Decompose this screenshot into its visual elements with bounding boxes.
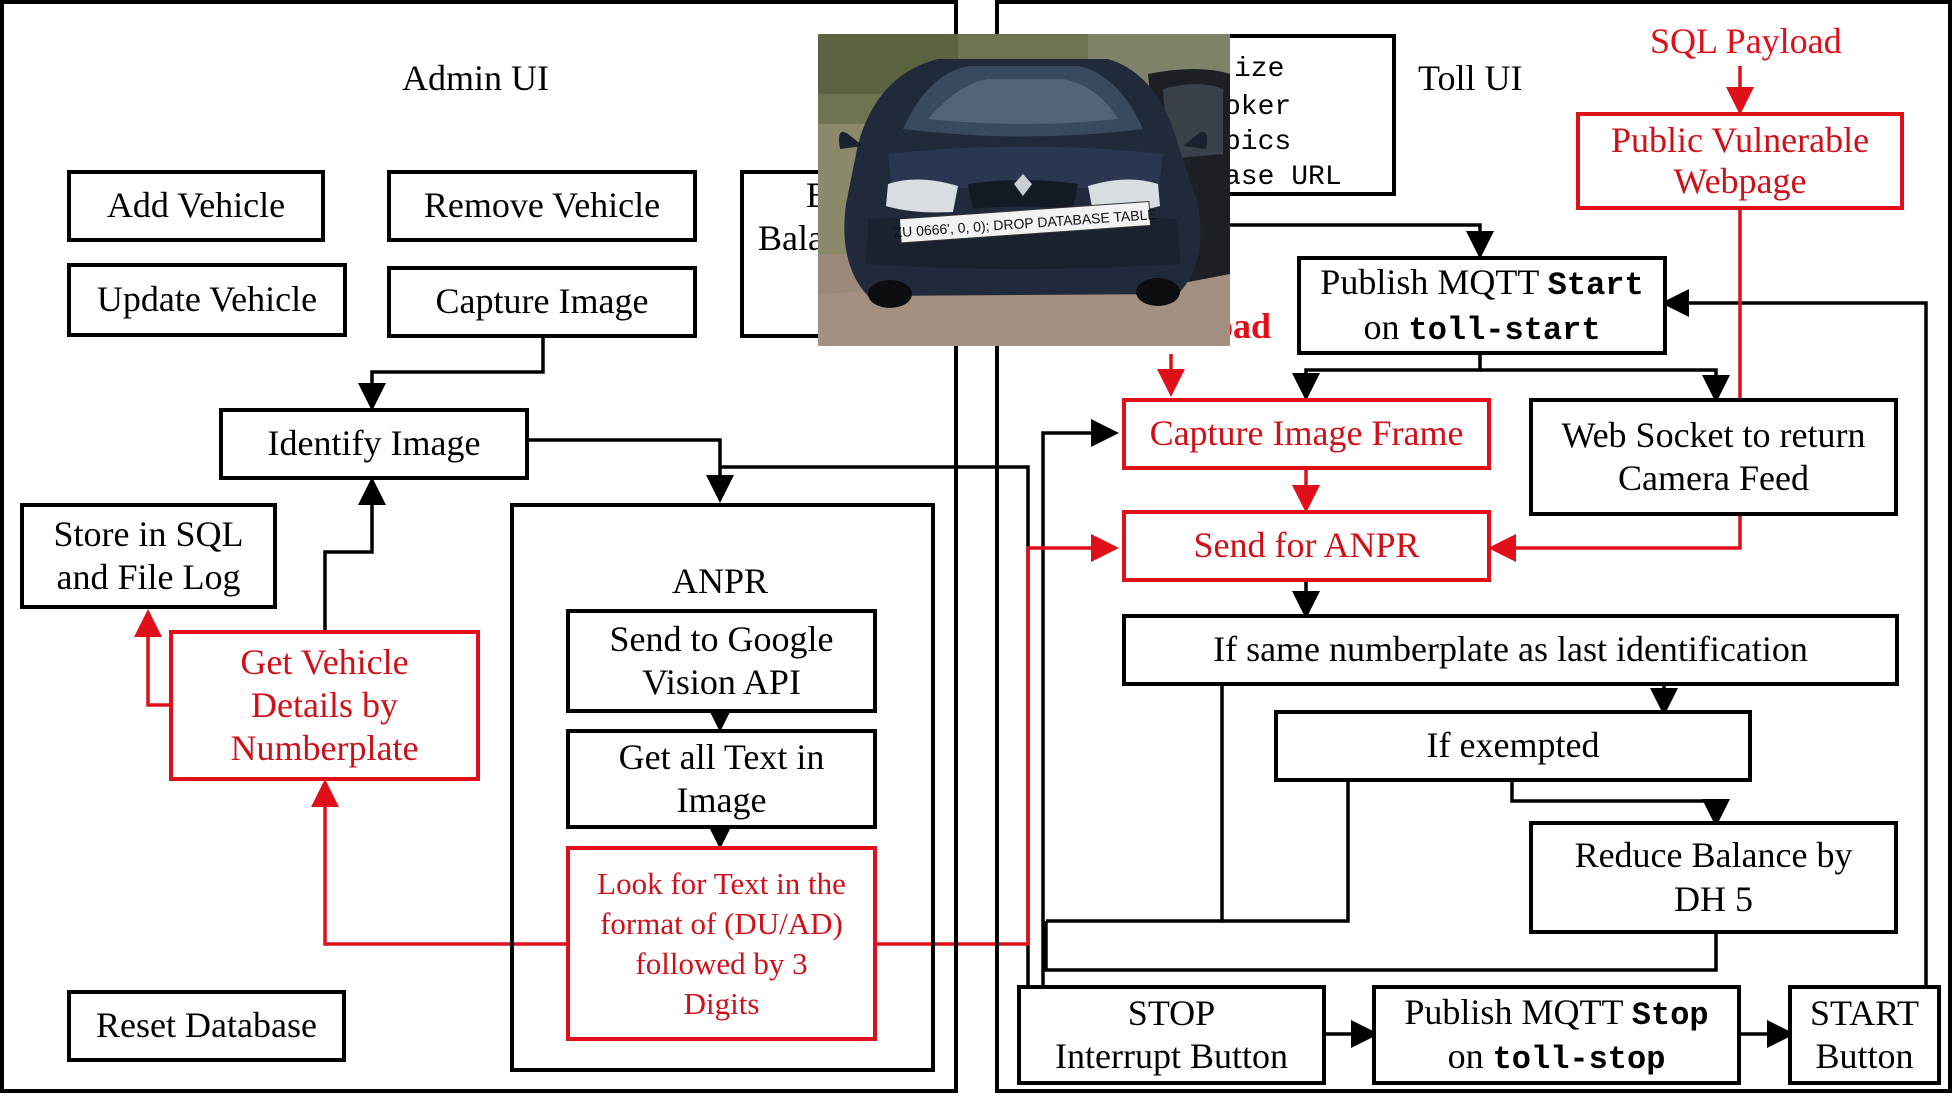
- store-sql-log-box: Store in SQL and File Log: [20, 503, 277, 609]
- send-for-anpr-label: Send for ANPR: [1193, 525, 1420, 566]
- get-vehicle-line3: Numberplate: [230, 728, 419, 769]
- arrow-webpage-to-sendanpr: [1488, 205, 1742, 562]
- if-same-plate-box: If same numberplate as last identificati…: [1122, 614, 1899, 686]
- config-line3: pics: [1224, 127, 1292, 158]
- reduce-line1: Reduce Balance by: [1574, 835, 1853, 876]
- arrow-capture-to-identify: [358, 337, 545, 411]
- websocket-line1: Web Socket to return: [1561, 414, 1866, 455]
- arrow-exempted-to-reduce: [1510, 782, 1730, 827]
- get-vehicle-line1: Get Vehicle: [240, 641, 409, 682]
- identify-image-label: Identify Image: [267, 423, 481, 464]
- car-photo: ZU 0666', 0, 0); DROP DATABASE TABLE: [818, 34, 1230, 346]
- toll-panel: [995, 0, 1952, 1093]
- sql-payload-top: SQL Payload: [1650, 21, 1842, 61]
- look-for-text-box: Look for Text in the format of (DU/AD) f…: [566, 846, 877, 1041]
- google-vision-box: Send to Google Vision API: [566, 609, 877, 713]
- admin-ui-title: Admin UI: [402, 58, 549, 98]
- look-line4: Digits: [683, 985, 760, 1021]
- look-line3: followed by 3: [635, 945, 808, 981]
- config-line2: oker: [1224, 92, 1292, 123]
- start-button[interactable]: START Button: [1788, 985, 1941, 1085]
- text-line2: Image: [676, 780, 767, 820]
- public-webpage-box: Public Vulnerable Webpage: [1576, 112, 1904, 210]
- stop-line1: STOP: [1127, 992, 1216, 1033]
- add-vehicle-label: Add Vehicle: [106, 185, 286, 226]
- arrow-publish-to-websocket: [1480, 368, 1730, 403]
- websocket-box: Web Socket to return Camera Feed: [1529, 398, 1898, 516]
- publish-stop-topic: toll-stop: [1492, 1041, 1666, 1078]
- if-exempted-box: If exempted: [1274, 710, 1752, 782]
- capture-frame-box: Capture Image Frame: [1122, 398, 1491, 470]
- admin-panel: [0, 0, 958, 1093]
- reduce-line2: DH 5: [1674, 878, 1753, 919]
- publish-start-topic: toll-start: [1408, 311, 1601, 349]
- line-exempted-loop: [1222, 777, 1350, 923]
- publish-stop-code: Stop: [1631, 996, 1709, 1034]
- get-vehicle-details-box: Get Vehicle Details by Numberplate: [169, 630, 480, 781]
- if-same-plate-label: If same numberplate as last identificati…: [1213, 629, 1808, 670]
- arrow-getvehicle-to-store: [134, 609, 169, 707]
- send-for-anpr-box: Send for ANPR: [1122, 510, 1491, 582]
- remove-vehicle-label: Remove Vehicle: [423, 185, 661, 226]
- capture-frame-label: Capture Image Frame: [1149, 413, 1464, 454]
- config-line4: ase URL: [1224, 162, 1342, 193]
- publish-stop-on: on: [1447, 1036, 1493, 1076]
- public-line2: Webpage: [1673, 161, 1807, 201]
- stop-interrupt-button[interactable]: STOP Interrupt Button: [1017, 985, 1326, 1085]
- toll-ui-title: Toll UI: [1418, 58, 1523, 98]
- line-reduce-loop: [1044, 921, 1718, 972]
- balance-partial-line2: Bala: [758, 218, 824, 259]
- look-line1: Look for Text in the: [597, 865, 846, 901]
- if-exempted-label: If exempted: [1426, 725, 1600, 766]
- start-line1: START: [1810, 992, 1919, 1033]
- store-line1: Store in SQL: [53, 513, 244, 554]
- remove-vehicle-button[interactable]: Remove Vehicle: [387, 170, 697, 242]
- anpr-panel: [510, 503, 935, 1072]
- websocket-line2: Camera Feed: [1618, 458, 1809, 498]
- reset-database-button[interactable]: Reset Database: [67, 990, 346, 1062]
- arrow-identify-to-anpr: [527, 438, 734, 503]
- publish-start-line1: Publish MQTT Start: [1320, 261, 1643, 305]
- add-vehicle-button[interactable]: Add Vehicle: [67, 170, 325, 242]
- start-line2: Button: [1815, 1036, 1914, 1076]
- look-line2: format of (DU/AD): [600, 905, 843, 941]
- config-line1: ize: [1234, 54, 1285, 85]
- reduce-balance-box: Reduce Balance by DH 5: [1529, 821, 1898, 934]
- get-vehicle-line2: Details by: [251, 684, 398, 725]
- identify-image-button[interactable]: Identify Image: [219, 408, 529, 480]
- publish-stop-prefix: Publish MQTT: [1404, 991, 1632, 1032]
- publish-start-prefix: Publish MQTT: [1320, 262, 1548, 303]
- arrow-publish-to-capture: [1292, 353, 1482, 401]
- capture-image-label: Capture Image: [435, 281, 649, 322]
- arrow-look-to-getvehicle: [311, 779, 566, 946]
- anpr-title: ANPR: [672, 561, 769, 601]
- car-photo-illustration: ZU 0666', 0, 0); DROP DATABASE TABLE: [818, 34, 1230, 346]
- google-line2: Vision API: [642, 662, 801, 702]
- update-vehicle-label: Update Vehicle: [96, 279, 318, 320]
- arrow-getvehicle-to-identify: [323, 477, 386, 630]
- update-vehicle-button[interactable]: Update Vehicle: [67, 263, 347, 337]
- publish-stop-line2: on toll-stop: [1448, 1035, 1666, 1079]
- text-line1: Get all Text in: [618, 736, 825, 777]
- get-all-text-box: Get all Text in Image: [566, 729, 877, 829]
- publish-start-code: Start: [1547, 267, 1644, 305]
- arrow-look-to-sendanpr: [876, 534, 1119, 946]
- stop-line2: Interrupt Button: [1055, 1036, 1288, 1076]
- publish-start-on: on: [1363, 306, 1409, 347]
- store-line2: and File Log: [56, 557, 241, 597]
- publish-start-box: Publish MQTT Start on toll-start: [1297, 256, 1667, 355]
- publish-stop-box: Publish MQTT Stop on toll-stop: [1372, 985, 1741, 1085]
- publish-stop-line1: Publish MQTT Stop: [1404, 991, 1708, 1035]
- google-line1: Send to Google: [609, 618, 834, 659]
- reset-database-label: Reset Database: [96, 1005, 317, 1046]
- public-line1: Public Vulnerable: [1610, 119, 1870, 160]
- capture-image-button[interactable]: Capture Image: [387, 266, 697, 338]
- publish-start-line2: on toll-start: [1363, 306, 1600, 350]
- arrow-start-to-publish: [1661, 289, 1928, 985]
